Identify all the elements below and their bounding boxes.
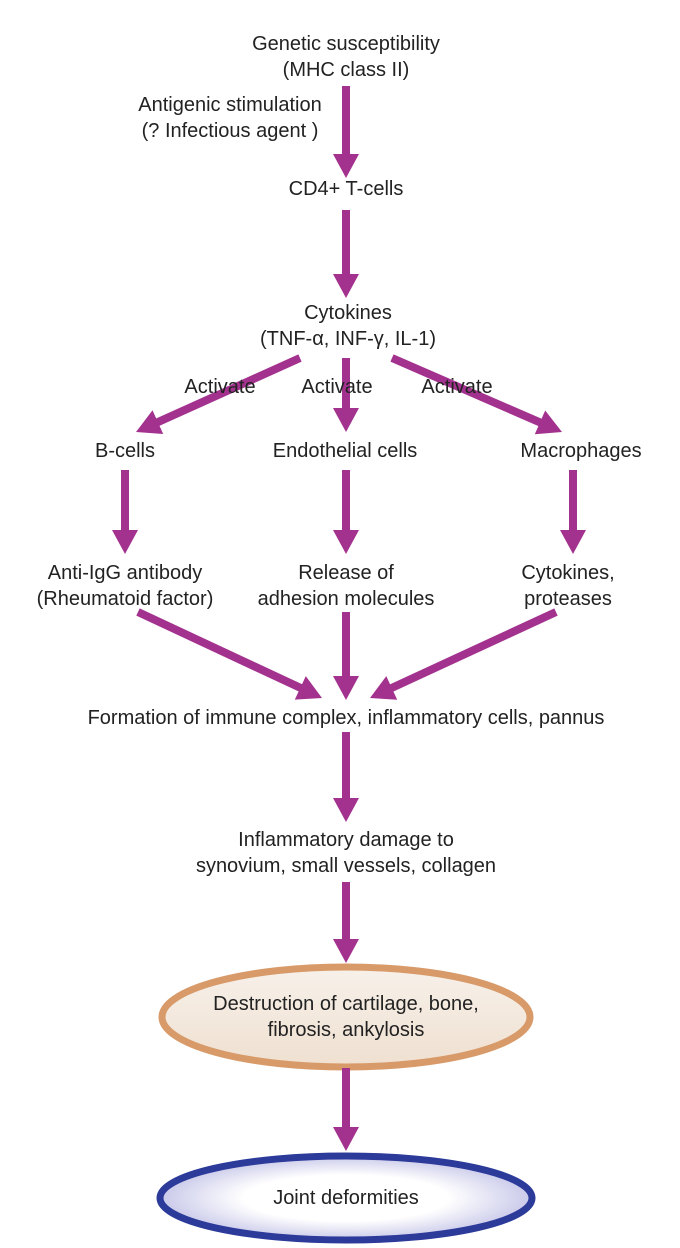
edge-label-activate-right: Activate [421, 376, 493, 398]
arrow-cytokines-to-bcells-head [136, 410, 164, 434]
node-cytokines: Cytokines (TNF-α, INF-γ, IL-1) [260, 302, 436, 350]
arrow-cytokines-to-macrophages-shaft [390, 354, 544, 427]
arrow-cytokines2-to-formation-shaft [388, 608, 558, 693]
arrow-genetic-to-cd4-head [333, 154, 359, 178]
node-anti-igg-antibody: Anti-IgG antibody (Rheumatoid factor) [36, 562, 214, 610]
edge-label-activate-left: Activate [184, 376, 256, 398]
arrow-cytokines2-to-formation-head [370, 676, 398, 700]
arrow-release-to-formation-head [333, 676, 359, 700]
arrow-genetic-to-cd4 [333, 86, 359, 178]
arrow-formation-to-damage-head [333, 798, 359, 822]
arrow-cytokines-to-macrophages-head [534, 410, 562, 435]
node-adhesion-molecules: Release of adhesion molecules [257, 562, 435, 610]
node-cytokines-proteases: Cytokines, proteases [521, 562, 615, 610]
node-immune-complex-formation: Formation of immune complex, inflammator… [87, 707, 605, 729]
arrow-cytokines-to-endothelial-head [333, 408, 359, 432]
arrow-destruction-to-deformities [333, 1068, 359, 1151]
deformities-ellipse [156, 1152, 536, 1244]
node-genetic-susceptibility: Genetic susceptibility (MHC class II) [252, 33, 440, 81]
arrow-macrophages-to-cytokines2-head [560, 530, 586, 554]
node-antigenic-stimulation: Antigenic stimulation (? Infectious agen… [138, 94, 322, 142]
arrow-bcells-to-antiigg-head [112, 530, 138, 554]
arrow-cytokines-to-endothelial [333, 358, 359, 432]
arrow-release-to-formation [333, 612, 359, 700]
edge-label-activate-middle: Activate [301, 376, 373, 398]
arrows-layer [112, 86, 586, 1151]
arrow-cytokines-to-macrophages [390, 354, 562, 435]
arrow-endothelial-to-release-head [333, 530, 359, 554]
arrow-formation-to-damage [333, 732, 359, 822]
arrow-cytokines-to-bcells [136, 354, 302, 434]
node-b-cells: B-cells [94, 440, 156, 462]
arrow-destruction-to-deformities-head [333, 1127, 359, 1151]
node-cd4-t-cells: CD4+ T-cells [288, 178, 404, 200]
arrow-cd4-to-cytokines-head [333, 274, 359, 298]
arrow-cytokines-to-bcells-shaft [154, 354, 302, 427]
arrow-antiigg-to-formation [136, 608, 322, 700]
arrow-antiigg-to-formation-head [294, 676, 322, 700]
arrow-antiigg-to-formation-shaft [136, 608, 304, 693]
node-endothelial-cells: Endothelial cells [272, 440, 418, 462]
arrow-cytokines2-to-formation [370, 608, 558, 700]
arrow-macrophages-to-cytokines2 [560, 470, 586, 554]
destruction-ellipse [158, 963, 534, 1071]
arrow-damage-to-destruction-head [333, 939, 359, 963]
node-cartilage-destruction: Destruction of cartilage, bone, fibrosis… [213, 993, 479, 1041]
node-inflammatory-damage: Inflammatory damage to synovium, small v… [195, 829, 497, 877]
arrow-endothelial-to-release [333, 470, 359, 554]
arrow-cd4-to-cytokines [333, 210, 359, 298]
node-joint-deformities: Joint deformities [273, 1187, 419, 1209]
arrow-damage-to-destruction [333, 882, 359, 963]
arrow-bcells-to-antiigg [112, 470, 138, 554]
node-macrophages: Macrophages [520, 440, 642, 462]
